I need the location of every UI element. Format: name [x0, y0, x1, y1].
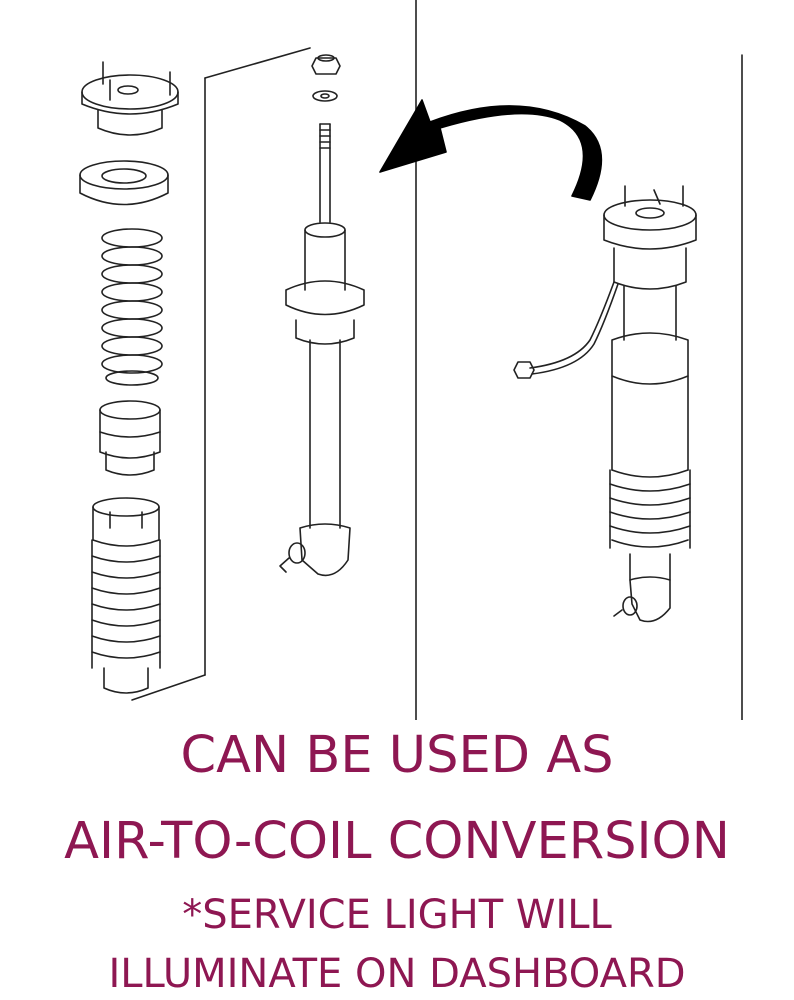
strut-conversion-diagram [79, 0, 743, 720]
shock-absorber-icon [279, 123, 365, 577]
spring-seat-icon [79, 160, 169, 206]
caption-line-2: AIR-TO-COIL CONVERSION [64, 812, 730, 871]
nut-icon [311, 54, 341, 75]
air-line [529, 281, 615, 369]
dust-boot-icon [91, 497, 161, 694]
washer-icon [312, 90, 338, 102]
caption-line-1: CAN BE USED AS [180, 726, 614, 785]
air-strut-icon [513, 185, 697, 623]
curved-arrow-icon [379, 99, 603, 201]
note-line-2: ILLUMINATE ON DASHBOARD [108, 951, 686, 997]
coil-spring-icon [101, 228, 163, 386]
note-line-1: *SERVICE LIGHT WILL [182, 892, 612, 938]
strut-mount-icon [81, 61, 179, 136]
assembly-bracket [204, 47, 311, 79]
bump-stop-icon [99, 400, 161, 476]
